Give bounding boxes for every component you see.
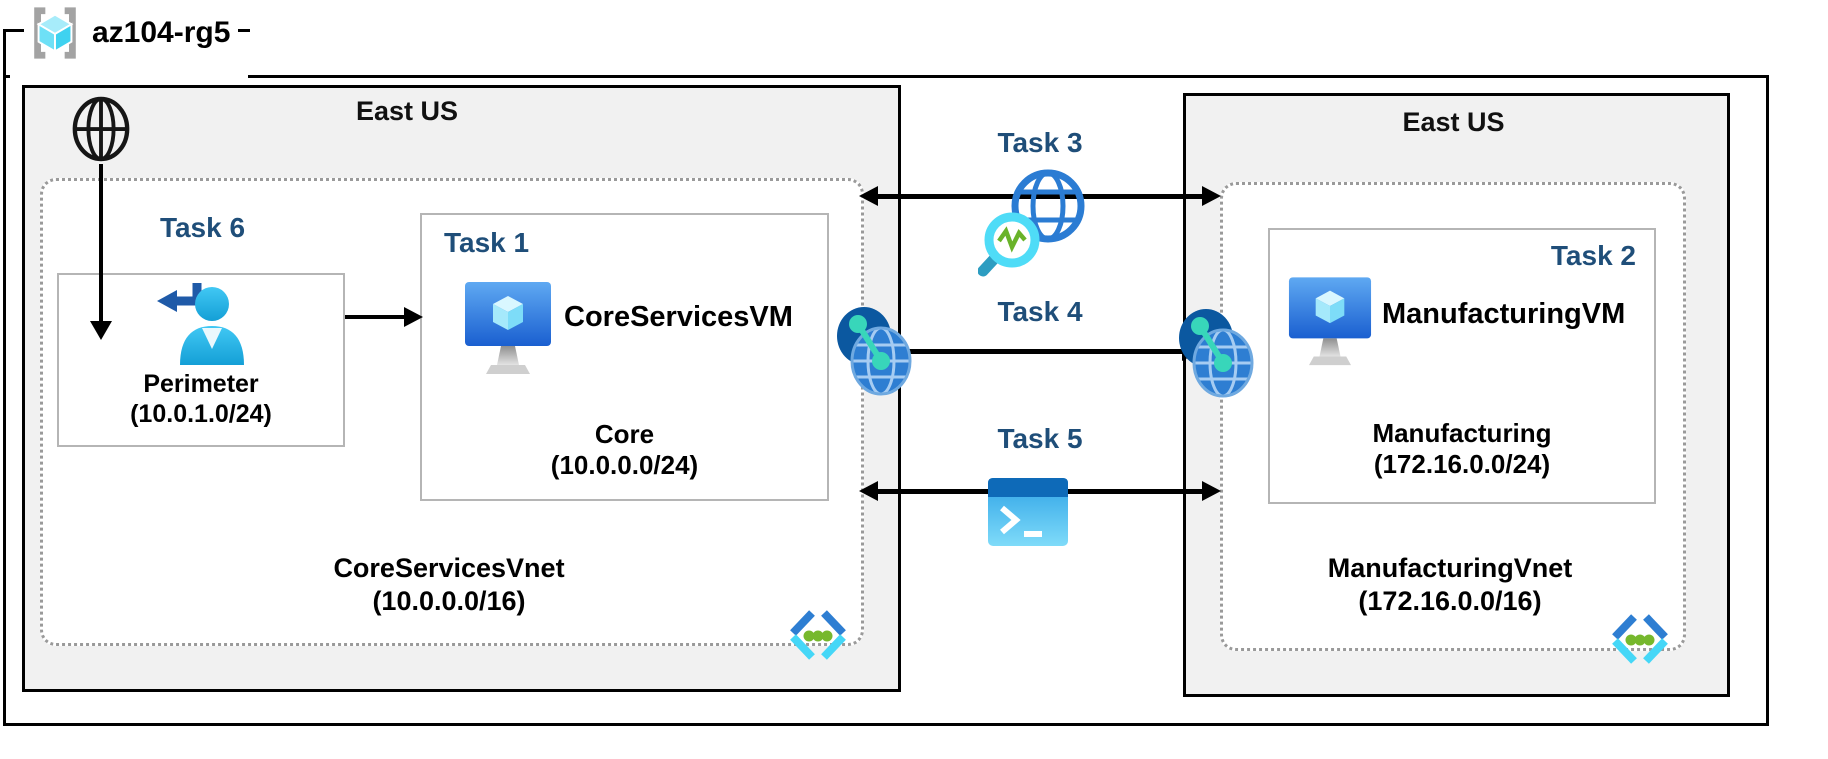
virtual-network-icon — [1612, 614, 1668, 664]
manufacturing-subnet-cidr: (172.16.0.0/24) — [1373, 448, 1551, 479]
border-gap — [10, 72, 248, 81]
task1-box: Task 1 CoreServicesVM Core (10.0.0.0/24) — [420, 213, 829, 501]
manufacturing-vm-name: ManufacturingVM — [1382, 298, 1626, 330]
vnet-peering-icon — [1179, 309, 1254, 398]
perimeter-subnet-box: Perimeter (10.0.1.0/24) — [57, 273, 345, 447]
region-title-right: East US — [1402, 107, 1505, 137]
manufacturing-subnet-name: Manufacturing — [1372, 418, 1552, 448]
task2-box: Task 2 ManufacturingVM Manufacturing (17… — [1268, 228, 1656, 504]
core-subnet-cidr: (10.0.0.0/24) — [550, 449, 699, 480]
resource-group-box — [3, 75, 1769, 726]
core-services-vm-name: CoreServicesVM — [564, 301, 793, 333]
task6-label: Task 6 — [159, 212, 246, 243]
internet-globe-icon — [72, 96, 130, 162]
manufacturing-subnet-label: Manufacturing (172.16.0.0/24) — [1270, 418, 1654, 479]
perimeter-subnet-name: Perimeter — [143, 370, 259, 398]
resource-group-icon — [34, 7, 76, 59]
task4-label: Task 4 — [997, 296, 1083, 327]
manufacturing-vnet-name: ManufacturingVnet — [1327, 553, 1573, 583]
core-services-vnet-name: CoreServicesVnet — [333, 553, 565, 583]
resource-group-name: az104-rg5 — [92, 16, 231, 49]
task2-label: Task 2 — [1550, 240, 1636, 271]
region-title-left: East US — [355, 96, 459, 126]
manufacturing-vnet-label: ManufacturingVnet (172.16.0.0/16) — [1220, 552, 1680, 618]
resource-group-header: az104-rg5 — [24, 2, 239, 64]
task4-arrow — [880, 341, 1201, 361]
task3-arrow — [859, 186, 1221, 206]
core-services-vnet-label: CoreServicesVnet (10.0.0.0/16) — [40, 552, 858, 618]
cloud-shell-terminal-icon — [988, 478, 1068, 546]
internet-to-perimeter-arrow — [90, 164, 112, 340]
task1-label: Task 1 — [444, 227, 530, 258]
vnet-peering-icon — [837, 307, 912, 396]
user-return-icon — [157, 283, 244, 365]
task3-label: Task 3 — [997, 127, 1083, 158]
task5-label: Task 5 — [997, 423, 1083, 454]
manufacturing-vnet-cidr: (172.16.0.0/16) — [1358, 585, 1542, 616]
core-subnet-label: Core (10.0.0.0/24) — [422, 419, 827, 480]
resource-group-label-connector — [3, 29, 6, 78]
virtual-machine-icon — [465, 282, 551, 374]
perimeter-subnet-cidr: (10.0.1.0/24) — [130, 400, 272, 428]
network-watcher-icon — [978, 169, 1085, 277]
core-services-vnet-cidr: (10.0.0.0/16) — [372, 585, 526, 616]
virtual-machine-icon — [1288, 277, 1372, 366]
perimeter-to-vm-arrow — [345, 307, 423, 327]
virtual-network-icon — [790, 610, 846, 660]
core-subnet-name: Core — [594, 419, 655, 449]
